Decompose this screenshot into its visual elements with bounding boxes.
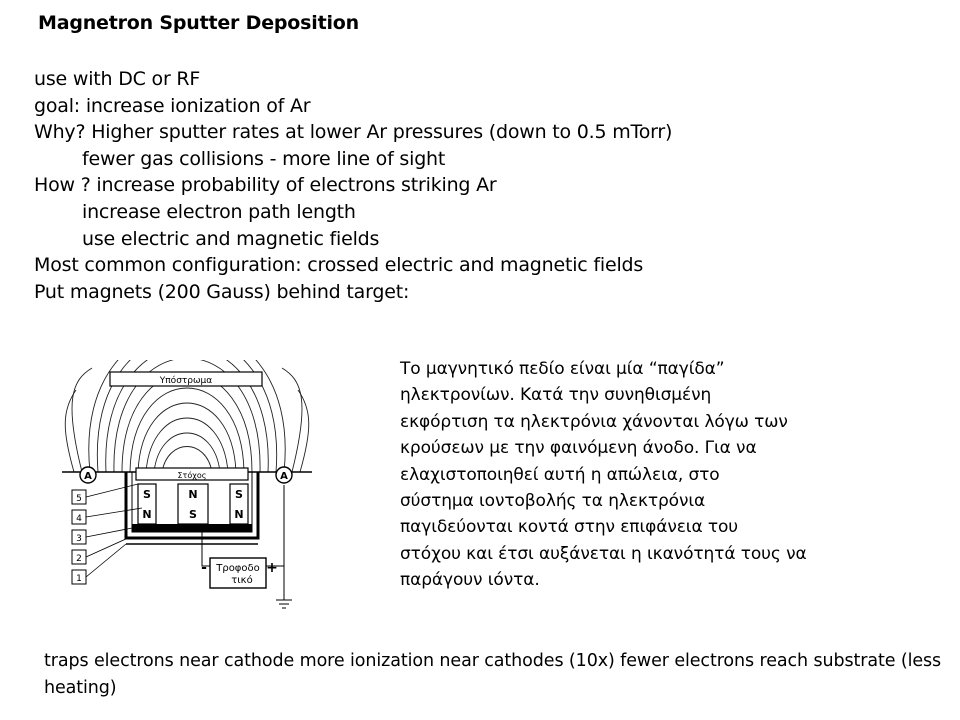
greek-description: Το μαγνητικό πεδίο είναι μία “παγίδα” ηλε…: [400, 356, 920, 594]
bullet-line: use electric and magnetic fields: [82, 227, 380, 250]
power-supply-box: [209, 557, 267, 589]
magnet-left-n: N: [142, 508, 151, 521]
greek-line: κρούσεων με την φαινόμενη άνοδο. Για να: [400, 438, 757, 459]
power-label-2: τικό: [231, 574, 252, 586]
magnet-center-s: S: [189, 508, 197, 521]
backing-plate: [132, 524, 252, 532]
greek-line: σύστημα ιοντοβολής τα ηλεκτρόνια: [400, 491, 706, 512]
target-label: Στόχος: [178, 470, 207, 480]
power-label-1: Τροφοδο: [215, 563, 260, 574]
ammeter-left-label: A: [84, 471, 92, 482]
bullet-list: use with DC or RF goal: increase ionizati…: [34, 66, 934, 305]
ammeter-left-icon: [79, 466, 97, 484]
part-number-label: 2: [76, 554, 82, 564]
magnets: [137, 483, 249, 525]
ammeter-right-label: A: [280, 471, 288, 482]
ammeter-right-icon: [275, 466, 293, 484]
greek-line: Το μαγνητικό πεδίο είναι μία “παγίδα”: [400, 359, 725, 379]
bullet-line: fewer gas collisions - more line of sigh…: [82, 147, 446, 170]
plus-label: +: [266, 560, 278, 576]
greek-line: στόχου και έτσι αυξάνεται η ικανότητά το…: [400, 543, 807, 564]
greek-line: παράγουν ιόντα.: [400, 570, 540, 591]
footer-text: traps electrons near cathode more ioniza…: [44, 651, 942, 698]
magnet-right-s: S: [235, 488, 243, 501]
substrate-label: Υπόστρωμα: [159, 375, 213, 386]
bullet-line: Most common configuration: crossed elect…: [34, 254, 644, 277]
part-number-label: 3: [76, 534, 82, 544]
bullet-line: Why? Higher sputter rates at lower Ar pr…: [34, 121, 673, 144]
greek-line: παγιδεύονται κοντά στην επιφάνεια του: [400, 517, 739, 538]
part-number-label: 4: [76, 514, 82, 524]
part-number-label: 1: [76, 574, 82, 584]
greek-line: ελαχιστοποιηθεί αυτή η απώλεια, στο: [400, 464, 720, 485]
magnet-left-s: S: [143, 488, 151, 501]
bullet-line: goal: increase ionization of Ar: [34, 94, 311, 117]
bullet-line: How ? increase probability of electrons …: [34, 174, 497, 197]
bullet-line: increase electron path length: [82, 200, 356, 223]
magnetron-diagram-svg: Υπόστρωμα A A Στόχος S N N S S N: [62, 327, 312, 609]
bullet-line: Put magnets (200 Gauss) behind target:: [34, 280, 410, 303]
slide-title: Magnetron Sputter Deposition: [38, 12, 359, 34]
part-number-label: 5: [76, 494, 82, 504]
minus-label: -: [201, 560, 207, 576]
magnet-right-n: N: [234, 508, 243, 521]
target-plate: [135, 467, 249, 481]
part-number-labels: 5 4 3 2 1: [71, 483, 143, 585]
bullet-line: use with DC or RF: [34, 68, 201, 90]
magnet-center-n: N: [188, 488, 197, 501]
magnetron-diagram: Υπόστρωμα A A Στόχος S N N S S N: [62, 327, 312, 615]
cathode-housing: [124, 472, 260, 540]
greek-line: εκφόρτιση τα ηλεκτρόνια χάνονται λόγω τω…: [400, 411, 788, 432]
greek-line: ηλεκτρονίων. Κατά την συνηθισμένη: [400, 385, 712, 406]
